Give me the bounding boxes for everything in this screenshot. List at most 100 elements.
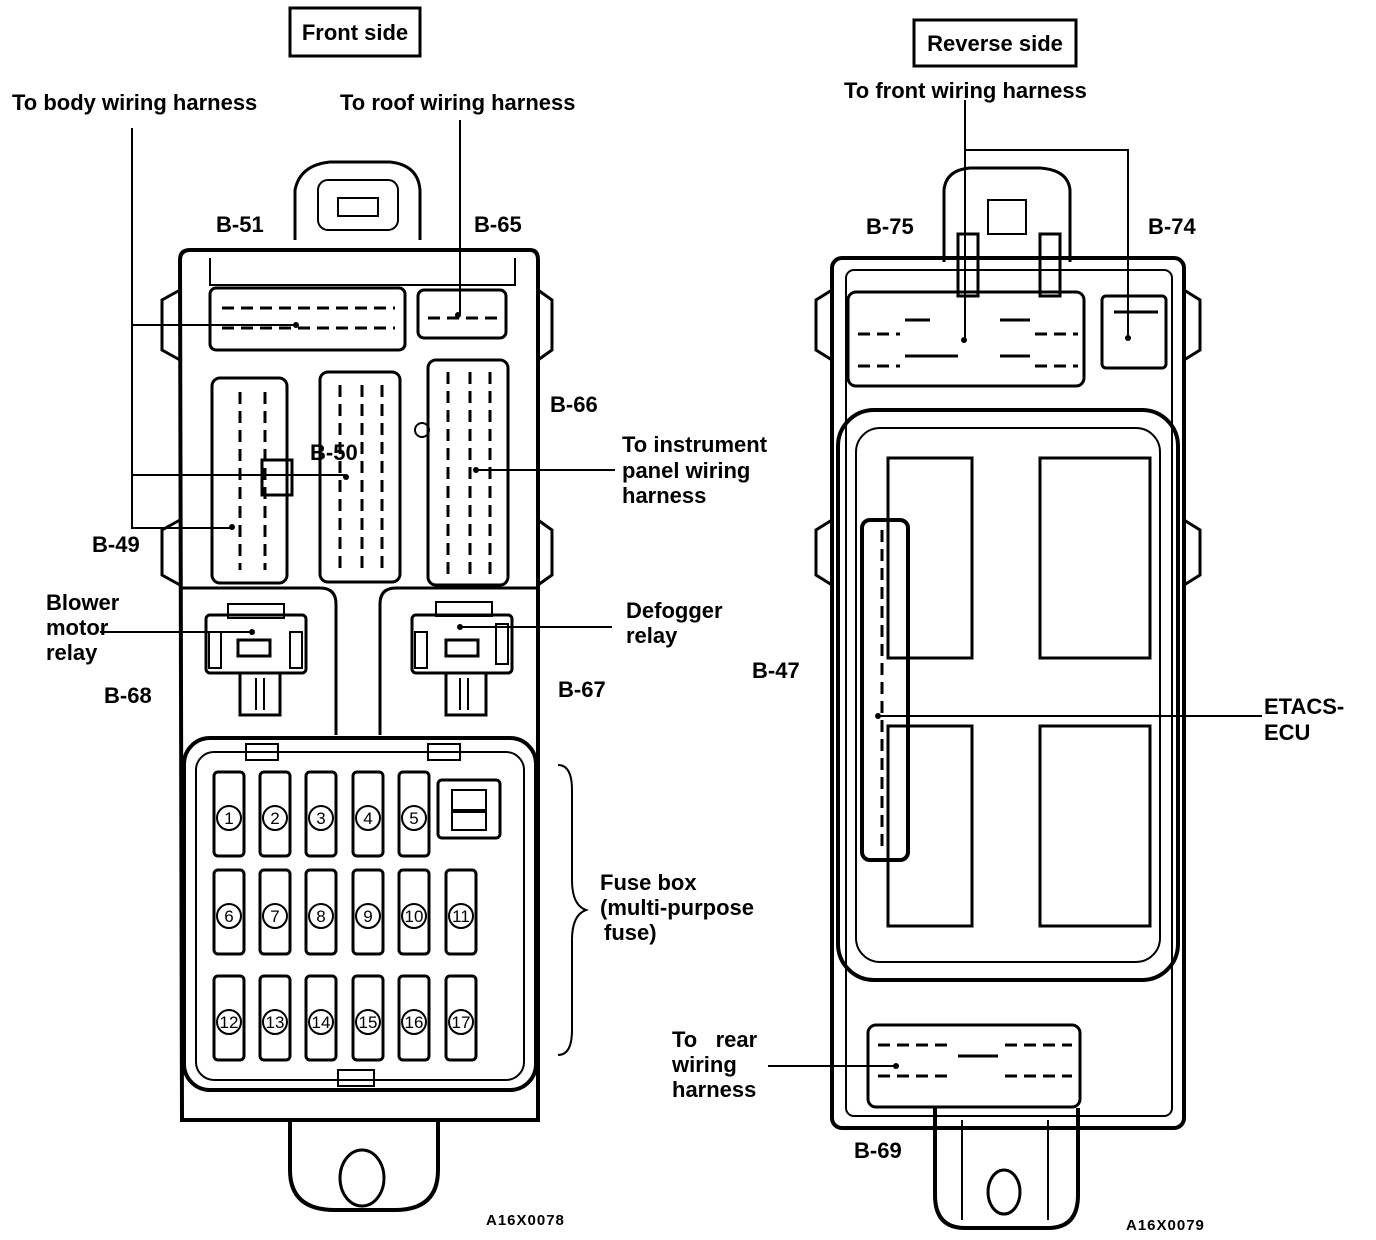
fuse-number-circle	[355, 805, 381, 831]
fuse-slot	[397, 974, 431, 1062]
label-to-roof-wiring-harness: To roof wiring harness	[340, 90, 576, 115]
label-b50: B-50	[310, 440, 358, 465]
connector-b51	[208, 286, 407, 352]
label-b74: B-74	[1148, 214, 1196, 239]
fuse-number-circle	[262, 805, 288, 831]
label-blower-line3: relay	[46, 640, 98, 665]
fuse-number-circle	[262, 903, 288, 929]
label-b66: B-66	[550, 392, 598, 417]
reverse-top-clip	[942, 166, 1072, 262]
fuse-slot	[351, 770, 385, 858]
label-b69: B-69	[854, 1138, 902, 1163]
fuse-box	[182, 736, 538, 1092]
fuse-number: 17	[452, 1013, 471, 1032]
fuse-number: 15	[359, 1013, 378, 1032]
fuse-slot	[397, 868, 431, 956]
fuse-number-circle	[448, 1009, 474, 1035]
fuse-number-circle	[355, 903, 381, 929]
fuse-slot	[444, 868, 478, 956]
label-b68: B-68	[104, 683, 152, 708]
front-title: Front side	[302, 20, 408, 45]
front-housing	[177, 248, 540, 1122]
reverse-title-box	[912, 18, 1078, 68]
label-defogger-line1: Defogger	[626, 598, 723, 623]
label-fusebox-line2: (multi-purpose	[600, 895, 754, 920]
front-figure-code: A16X0078	[486, 1212, 565, 1229]
fuse-number: 5	[409, 809, 418, 828]
reverse-side-view: Reverse side	[671, 18, 1344, 1234]
fuse-number: 7	[270, 907, 279, 926]
reverse-figure-code: A16X0079	[1126, 1217, 1205, 1234]
connector-b50	[318, 370, 402, 584]
fuse-number: 10	[405, 907, 424, 926]
fuse-slot	[397, 770, 431, 858]
fuse-number: 12	[220, 1013, 239, 1032]
connector-b47	[860, 518, 910, 862]
connector-b69	[866, 1023, 1082, 1109]
fuse-number: 8	[316, 907, 325, 926]
fuse-number-circle	[401, 903, 427, 929]
front-title-box	[288, 6, 422, 58]
label-to-front-wiring-harness: To front wiring harness	[844, 78, 1087, 103]
fuse-slot	[304, 868, 338, 956]
fuse-number: 3	[316, 809, 325, 828]
fuse-number: 2	[270, 809, 279, 828]
connector-b49	[210, 376, 289, 585]
relay-b68	[204, 603, 308, 717]
connector-b74	[1100, 294, 1168, 370]
fuse-slot	[304, 770, 338, 858]
label-blower-line1: Blower	[46, 590, 120, 615]
label-b47: B-47	[752, 658, 800, 683]
fuse-slot	[304, 974, 338, 1062]
fuse-number: 14	[312, 1013, 331, 1032]
fuse-slot	[212, 868, 246, 956]
label-etacs-line1: ETACS-	[1264, 694, 1344, 719]
reverse-housing	[830, 256, 1186, 1130]
fuse-number: 16	[405, 1013, 424, 1032]
label-rear-line2: wiring	[671, 1052, 737, 1077]
fuse-number-circle	[262, 1009, 288, 1035]
label-b75: B-75	[866, 214, 914, 239]
fuse-number: 11	[452, 907, 470, 926]
label-rear-line3: harness	[672, 1077, 756, 1102]
etacs-ecu	[836, 408, 1180, 982]
fuse-number-circle	[401, 1009, 427, 1035]
label-b51: B-51	[216, 212, 264, 237]
fuse-slot	[351, 868, 385, 956]
fuse-slot	[258, 868, 292, 956]
label-b67: B-67	[558, 677, 606, 702]
front-mount-tab	[288, 1120, 440, 1212]
label-instrument-line3: harness	[622, 483, 706, 508]
label-instrument-line1: To instrument	[622, 432, 768, 457]
fuse-number-circle	[355, 1009, 381, 1035]
label-rear-line1: To rear	[672, 1027, 758, 1052]
label-fusebox-line3: fuse)	[604, 920, 657, 945]
fuse-number: 1	[224, 809, 233, 828]
fuse-number-circle	[216, 1009, 242, 1035]
label-blower-line2: motor	[46, 615, 109, 640]
front-top-clip	[293, 160, 422, 240]
label-defogger-line2: relay	[626, 623, 678, 648]
fuse-number-circle	[308, 1009, 334, 1035]
label-b49: B-49	[92, 532, 140, 557]
label-to-body-wiring-harness: To body wiring harness	[12, 90, 257, 115]
fuse-puller	[436, 778, 502, 840]
fuse-number-circle	[216, 903, 242, 929]
fuse-number: 13	[266, 1013, 285, 1032]
label-fusebox-line1: Fuse box	[600, 870, 697, 895]
fuse-number-circle	[216, 805, 242, 831]
relay-b67	[410, 601, 514, 717]
fuse-box-brace	[557, 764, 589, 1056]
label-etacs-line2: ECU	[1264, 720, 1310, 745]
fuse-number-circle	[448, 903, 474, 929]
fuse-slot	[258, 770, 292, 858]
fuse-slot	[444, 974, 478, 1062]
fuse-number-circle	[308, 903, 334, 929]
fuse-number: 6	[224, 907, 233, 926]
label-instrument-line2: panel wiring	[622, 458, 750, 483]
fuse-number-circle	[401, 805, 427, 831]
fuse-slot	[212, 974, 246, 1062]
label-b65: B-65	[474, 212, 522, 237]
